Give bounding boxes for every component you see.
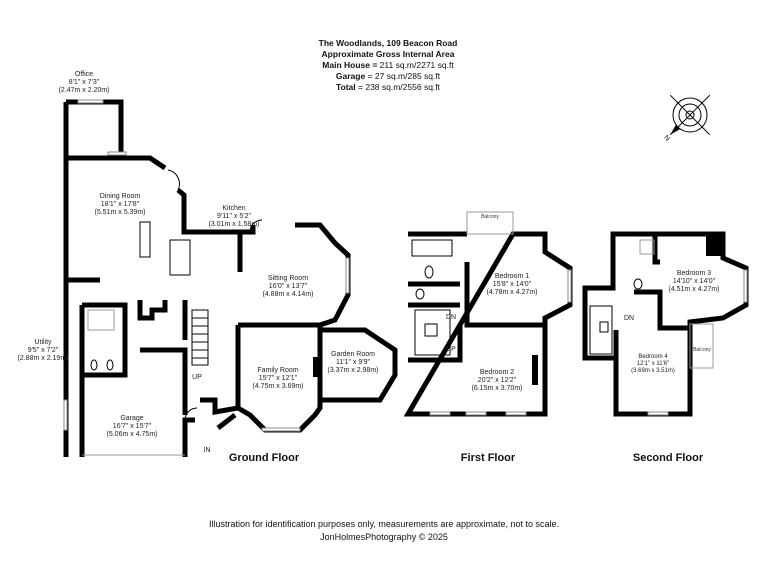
svg-text:(4.88m x 4.14m): (4.88m x 4.14m): [263, 291, 314, 298]
toilet-icon: [415, 288, 425, 300]
room-kitchen: Kitchen 9'11" x 5'2" (3.01m x 1.58m): [209, 205, 260, 228]
garage-area: Garage = 27 sq.m/285 sq.ft: [336, 71, 441, 81]
stairs-up-label: UP: [192, 374, 202, 381]
svg-text:16'0" x 13'7": 16'0" x 13'7": [269, 283, 308, 290]
svg-text:Kitchen: Kitchen: [222, 205, 245, 212]
svg-text:Bedroom 2: Bedroom 2: [480, 369, 514, 376]
toilet-icon: [106, 359, 114, 371]
svg-text:Bedroom 1: Bedroom 1: [495, 273, 529, 280]
first-floor-plan: [403, 211, 573, 417]
area-summary: The Woodlands, 109 Beacon Road Approxima…: [319, 38, 458, 92]
first-floor-balcony: [466, 211, 514, 235]
room-utility: Utility 9'5" x 7'2" (2.88m x 2.19m): [18, 339, 69, 362]
copyright: JonHolmesPhotography © 2025: [320, 532, 448, 542]
svg-text:(2.47m x 2.20m): (2.47m x 2.20m): [59, 87, 110, 94]
second-floor-balcony: [689, 323, 714, 369]
svg-text:12'1" x 11'6": 12'1" x 11'6": [637, 361, 669, 367]
shower: [87, 309, 115, 331]
toilet-icon: [633, 278, 643, 290]
second-floor-stairs: [589, 305, 613, 355]
svg-text:Office: Office: [75, 71, 93, 78]
bathtub: [411, 239, 453, 257]
svg-text:Sitting Room: Sitting Room: [268, 275, 308, 282]
entrance-label: IN: [204, 447, 211, 454]
svg-text:8'1" x 7'3": 8'1" x 7'3": [69, 79, 100, 86]
svg-text:20'2" x 12'2": 20'2" x 12'2": [478, 377, 517, 384]
toilet-icon: [90, 359, 98, 371]
main-house-area: Main House = 211 sq.m/2271 sq.ft: [322, 60, 454, 70]
svg-text:Garden Room: Garden Room: [331, 351, 375, 358]
svg-text:(3.37m x 2.98m): (3.37m x 2.98m): [328, 367, 379, 374]
compass-north-label: N: [663, 133, 672, 142]
svg-text:Utility: Utility: [34, 339, 52, 346]
room-bedroom-2: Bedroom 2 20'2" x 12'2" (6.15m x 3.70m): [472, 369, 523, 392]
total-area: Total = 238 sq.m/2556 sq.ft: [336, 82, 441, 92]
ground-floor-plan: [63, 99, 398, 457]
svg-text:(6.15m x 3.70m): (6.15m x 3.70m): [472, 385, 523, 392]
second-floor-title: Second Floor: [633, 452, 704, 464]
room-sitting-room: Sitting Room 16'0" x 13'7" (4.88m x 4.14…: [263, 275, 314, 298]
first-floor-title: First Floor: [461, 452, 516, 464]
area-subtitle: Approximate Gross Internal Area: [322, 49, 455, 59]
svg-text:(3.69m x 3.51m): (3.69m x 3.51m): [631, 368, 675, 374]
svg-text:15'7" x 12'1": 15'7" x 12'1": [259, 375, 298, 382]
ground-stairs: [191, 309, 209, 366]
svg-text:18'1" x 17'8": 18'1" x 17'8": [101, 201, 140, 208]
room-bedroom-4: Bedroom 4 12'1" x 11'6" (3.69m x 3.51m): [631, 354, 675, 374]
compass-icon: N: [663, 94, 711, 142]
svg-text:Dining Room: Dining Room: [100, 193, 141, 200]
svg-text:(4.78m x 4.27m): (4.78m x 4.27m): [487, 289, 538, 296]
svg-text:9'11" x 5'2": 9'11" x 5'2": [217, 213, 251, 220]
second-floor-balcony-label: Balcony: [693, 347, 711, 353]
room-dining-room: Dining Room 18'1" x 17'8" (5.51m x 5.39m…: [95, 193, 146, 216]
first-floor-up-label: UP: [446, 346, 456, 353]
svg-text:(4.75m x 3.69m): (4.75m x 3.69m): [253, 383, 304, 390]
room-office: Office 8'1" x 7'3" (2.47m x 2.20m): [59, 71, 110, 94]
svg-text:(2.88m x 2.19m): (2.88m x 2.19m): [18, 355, 69, 362]
disclaimer: Illustration for identification purposes…: [209, 519, 559, 529]
svg-text:16'7" x 15'7": 16'7" x 15'7": [113, 423, 152, 430]
room-bedroom-1: Bedroom 1 15'8" x 14'0" (4.78m x 4.27m): [487, 273, 538, 296]
svg-text:(4.51m x 4.27m): (4.51m x 4.27m): [669, 286, 720, 293]
svg-text:11'1" x 9'9": 11'1" x 9'9": [336, 359, 370, 366]
kitchen-island: [169, 239, 191, 276]
ground-floor-title: Ground Floor: [229, 452, 300, 464]
room-garage: Garage 16'7" x 15'7" (5.06m x 4.75m): [107, 415, 158, 438]
room-family-room: Family Room 15'7" x 12'1" (4.75m x 3.69m…: [253, 367, 304, 390]
room-bedroom-3: Bedroom 3 14'10" x 14'0" (4.51m x 4.27m): [669, 270, 720, 293]
svg-text:(3.01m x 1.58m): (3.01m x 1.58m): [209, 221, 260, 228]
svg-text:Garage: Garage: [120, 415, 143, 422]
svg-text:Family Room: Family Room: [257, 367, 298, 374]
room-garden-room: Garden Room 11'1" x 9'9" (3.37m x 2.98m): [328, 351, 379, 374]
first-floor-dn-label: DN: [446, 314, 456, 321]
svg-text:(5.06m x 4.75m): (5.06m x 4.75m): [107, 431, 158, 438]
svg-text:14'10" x 14'0": 14'10" x 14'0": [673, 278, 716, 285]
second-floor-plan: [582, 231, 749, 417]
svg-text:9'5" x 7'2": 9'5" x 7'2": [28, 347, 59, 354]
kitchen-counter: [139, 221, 151, 258]
first-floor-balcony-label: Balcony: [481, 214, 499, 220]
svg-text:Bedroom 4: Bedroom 4: [638, 354, 668, 360]
svg-text:Bedroom 3: Bedroom 3: [677, 270, 711, 277]
chimney-breast: [313, 357, 319, 377]
second-floor-dn-label: DN: [624, 315, 634, 322]
address: The Woodlands, 109 Beacon Road: [319, 38, 458, 48]
toilet-icon: [424, 265, 434, 279]
first-floor-stairs: [414, 309, 451, 356]
svg-text:15'8" x 14'0": 15'8" x 14'0": [493, 281, 532, 288]
svg-text:(5.51m x 5.39m): (5.51m x 5.39m): [95, 209, 146, 216]
shower: [639, 239, 655, 255]
